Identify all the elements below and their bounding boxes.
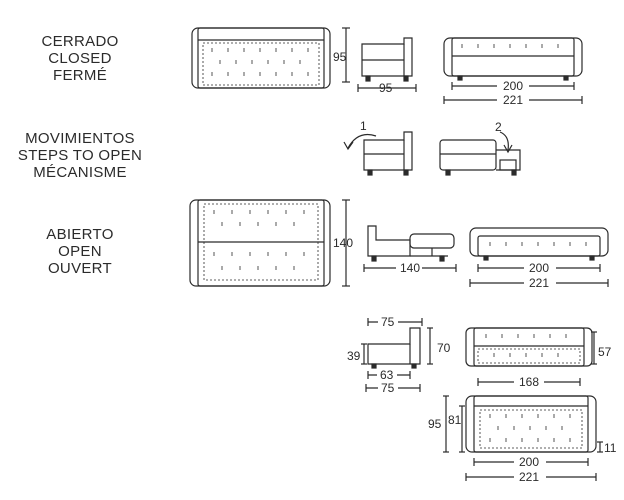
dim-open-total-width-text: 221 [529,276,549,290]
dim-plan-total-width-text: 221 [519,470,539,484]
label-open: ABIERTO OPEN OUVERT [0,226,160,277]
dim-closed-depth-text: 95 [379,81,393,95]
dim-armchair-top-width-text: 75 [381,315,395,329]
dim-front-seat-width-text: 168 [519,375,539,389]
dim-plan-depth [443,395,449,453]
front-detail-view [465,327,593,367]
dim-open-inner-width-text: 200 [529,261,549,275]
label-open-es: ABIERTO [46,226,114,243]
dim-armchair-height-text: 70 [437,341,451,355]
open-front-view [469,227,609,261]
label-steps-en: STEPS TO OPEN [17,147,143,164]
label-steps: MOVIMIENTOS STEPS TO OPEN MÉCANISME [0,130,160,181]
dim-closed-height-text: 95 [333,50,347,64]
step-two-number: 2 [495,120,502,134]
label-closed-en: CLOSED [48,50,112,67]
dim-open-length [342,199,350,287]
dim-open-side-length-text: 140 [400,261,420,275]
dim-plan-inner-depth [459,405,465,453]
step-two-arrowhead [503,144,513,154]
step-two-arrow [499,131,509,151]
dim-plan-leg [597,441,603,453]
dim-front-height-text: 57 [598,345,612,359]
open-top-view [189,199,331,287]
dim-plan-depth-text: 95 [428,417,442,431]
step-one-arrowhead [343,141,354,151]
closed-top-view [191,27,331,89]
label-closed-fr: FERMÉ [53,67,107,84]
dim-front-height [591,331,597,365]
open-side-view [367,225,455,262]
plan-detail-view [465,395,597,453]
dim-armchair-seat-depth-text: 63 [380,368,394,382]
dim-plan-inner-depth-text: 81 [448,413,462,427]
step-one-view [363,131,413,176]
label-open-en: OPEN [58,243,102,260]
closed-front-view [443,37,583,81]
closed-side-view [361,37,413,82]
dim-armchair-bottom-width-text: 75 [381,381,395,395]
label-steps-fr: MÉCANISME [33,164,127,181]
dim-closed-total-width-text: 221 [503,93,523,107]
step-one-arrow [347,133,377,149]
dim-open-length-text: 140 [333,236,353,250]
dim-plan-leg-text: 11 [604,441,617,455]
dim-closed-inner-width-text: 200 [503,79,523,93]
dim-armchair-height [427,327,433,365]
closed-top-quilting [211,48,309,76]
label-closed-es: CERRADO [41,33,119,50]
label-steps-es: MOVIMIENTOS [25,130,135,147]
dim-closed-height [342,27,350,83]
label-closed: CERRADO CLOSED FERMÉ [0,33,160,84]
dim-closed-depth [357,84,417,92]
dim-armchair-seat-height [361,343,367,365]
label-open-fr: OUVERT [47,260,113,277]
dim-armchair-seat-height-text: 39 [347,349,361,363]
dim-plan-inner-width-text: 200 [519,455,539,469]
step-one-number: 1 [360,119,367,133]
armchair-side-view [367,327,421,369]
